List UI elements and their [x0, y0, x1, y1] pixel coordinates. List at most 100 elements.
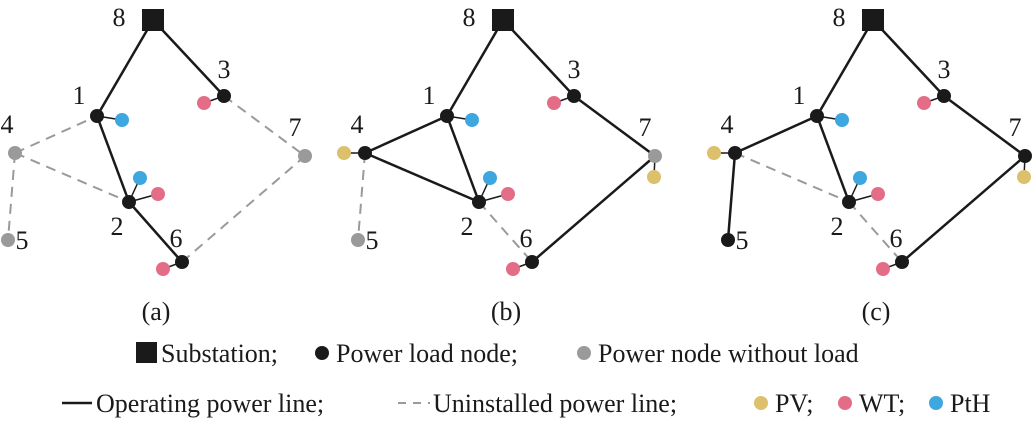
node-label-4: 4 [1, 110, 14, 139]
node-label-6: 6 [520, 224, 533, 253]
legend-operating-label: Operating power line; [96, 389, 324, 418]
no-load-node-5 [1, 233, 15, 247]
legend-pv-label: PV; [775, 389, 814, 418]
load-node-6 [175, 255, 189, 269]
node-label-3: 3 [568, 55, 581, 84]
wt-source-dot-3 [917, 96, 931, 110]
substation-node-8 [492, 9, 514, 31]
legend-substation-square [136, 342, 157, 363]
load-node-3 [937, 89, 951, 103]
uninstalled-line-4-5 [7, 152, 16, 241]
operating-line-4-5 [726, 152, 737, 241]
no-load-node-7 [298, 149, 312, 163]
operating-line-8-1 [95, 19, 155, 117]
uninstalled-line-4-2 [14, 152, 130, 203]
no-load-node-4 [8, 146, 22, 160]
no-load-node-7 [648, 149, 662, 163]
wt-source-dot-6 [506, 262, 520, 276]
legend-row-2: Operating power line; Uninstalled power … [62, 389, 991, 418]
node-label-4: 4 [721, 110, 734, 139]
operating-line-3-7 [573, 94, 656, 158]
uninstalled-line-4-1 [14, 115, 98, 154]
legend-load-dot [315, 346, 329, 360]
load-node-1 [90, 109, 104, 123]
legend-no-load-dot [577, 346, 591, 360]
load-node-3 [567, 89, 581, 103]
pv-source-dot-4 [337, 146, 351, 160]
panel-label: (c) [862, 297, 891, 326]
operating-line-8-1 [815, 19, 875, 117]
node-label-1: 1 [793, 81, 806, 110]
operating-line-3-7 [943, 94, 1026, 158]
node-label-6: 6 [890, 224, 903, 253]
node-label-3: 3 [218, 55, 231, 84]
operating-line-8-3 [502, 19, 575, 97]
wt-source-dot-2 [151, 187, 165, 201]
load-node-3 [217, 89, 231, 103]
uninstalled-line-2-6 [478, 201, 533, 263]
legend-pth-dot [929, 396, 943, 410]
wt-source-dot-3 [547, 96, 561, 110]
node-label-6: 6 [170, 224, 183, 253]
load-node-5 [721, 233, 735, 247]
load-node-2 [842, 195, 856, 209]
node-label-8: 8 [113, 3, 126, 32]
load-node-6 [525, 255, 539, 269]
pth-source-dot-1 [465, 113, 479, 127]
pv-source-dot-7 [647, 170, 661, 184]
panel-a: 8 3 1 4 7 2 6 5 (a) [1, 3, 312, 326]
legend-load-label: Power load node; [336, 339, 518, 368]
node-label-1: 1 [73, 81, 86, 110]
wt-source-dot-3 [197, 96, 211, 110]
operating-line-1-2 [445, 115, 481, 203]
operating-line-8-3 [152, 19, 225, 97]
node-label-5: 5 [16, 226, 29, 255]
operating-line-1-4 [734, 114, 818, 155]
legend-uninstalled-label: Uninstalled power line; [433, 389, 677, 418]
node-label-3: 3 [938, 55, 951, 84]
panel-label: (a) [142, 297, 171, 326]
pth-source-dot-1 [115, 113, 129, 127]
load-node-2 [472, 195, 486, 209]
load-node-1 [810, 109, 824, 123]
legend-pth-label: PtH [950, 389, 991, 418]
legend-wt-label: WT; [859, 389, 905, 418]
load-node-6 [895, 255, 909, 269]
operating-line-1-2 [95, 115, 131, 203]
node-label-5: 5 [736, 226, 749, 255]
operating-line-2-6 [128, 201, 183, 263]
node-label-8: 8 [463, 3, 476, 32]
load-node-1 [440, 109, 454, 123]
load-node-7 [1018, 149, 1032, 163]
node-label-1: 1 [423, 81, 436, 110]
uninstalled-line-4-2 [734, 152, 850, 203]
panel-c: 8 3 1 4 7 2 6 5 (c) [707, 3, 1032, 326]
operating-line-8-1 [445, 19, 505, 117]
legend-no-load-label: Power node without load [598, 339, 859, 368]
node-label-7: 7 [639, 113, 652, 142]
operating-line-1-2 [815, 115, 851, 203]
uninstalled-line-2-6 [848, 201, 903, 263]
node-label-7: 7 [289, 113, 302, 142]
legend-wt-dot [838, 396, 852, 410]
node-label-2: 2 [461, 212, 474, 241]
node-label-8: 8 [833, 3, 846, 32]
node-label-7: 7 [1009, 113, 1022, 142]
pv-source-dot-7 [1017, 170, 1031, 184]
legend-substation-label: Substation; [161, 339, 278, 368]
panel-label: (b) [491, 297, 521, 326]
pv-source-dot-4 [707, 146, 721, 160]
legend-row-1: Substation; Power load node; Power node … [136, 339, 859, 368]
node-label-4: 4 [351, 110, 364, 139]
wt-source-dot-2 [501, 187, 515, 201]
legend-pv-dot [754, 396, 768, 410]
pth-source-dot-2 [483, 171, 497, 185]
load-node-4 [728, 146, 742, 160]
node-label-2: 2 [111, 212, 124, 241]
substation-node-8 [142, 9, 164, 31]
node-label-2: 2 [831, 212, 844, 241]
